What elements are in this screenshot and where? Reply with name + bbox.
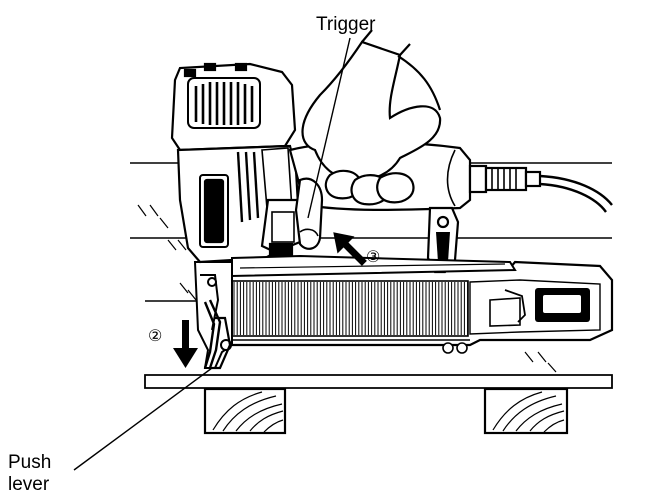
push-lever-leader-line — [73, 367, 213, 471]
arrow-down-icon — [173, 320, 198, 368]
trigger-label: Trigger — [316, 14, 376, 35]
nail-strip-lines — [233, 282, 469, 335]
push-lever-label-line1: Push — [8, 452, 51, 473]
step-3-marker: ③ — [366, 249, 380, 266]
nose-assembly — [193, 261, 233, 370]
nail-magazine — [223, 260, 614, 354]
operator-hand — [294, 29, 442, 250]
push-lever-label-line2: lever — [8, 474, 50, 495]
surface-hatching — [137, 204, 557, 373]
wood-block-left — [203, 387, 287, 435]
push-lever — [203, 299, 222, 369]
wood-block-right — [483, 387, 569, 435]
step-2-marker: ② — [148, 328, 162, 345]
arrow-up-left-icon — [333, 232, 367, 266]
trigger-leader-line — [307, 37, 351, 219]
leader-lines — [73, 37, 351, 471]
base-board — [144, 374, 613, 389]
